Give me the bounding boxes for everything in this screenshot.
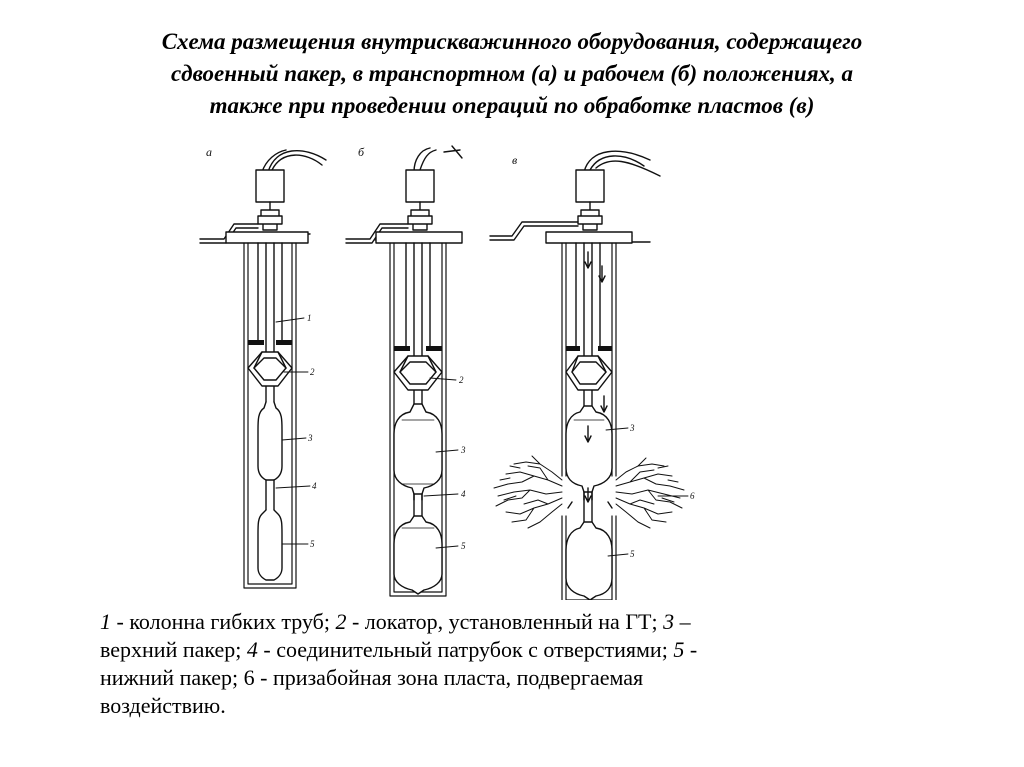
- legend-num-4: 4: [246, 637, 258, 662]
- connector-b: [413, 493, 423, 519]
- injector-head-c: [575, 169, 605, 203]
- upper-packer-a: [257, 401, 283, 481]
- callout-c-3: 3: [629, 423, 635, 433]
- panel-a-transport: а 1 2 3 4 5: [199, 145, 327, 589]
- coil-cable-c: [583, 150, 661, 177]
- callout-c-6: 6: [690, 491, 695, 501]
- callout-a-2: 2: [310, 367, 315, 377]
- injector-head-b: [405, 169, 435, 203]
- legend-line-2: верхний пакер; 4 - соединительный патруб…: [100, 636, 900, 664]
- coil-cable-b: [413, 145, 463, 173]
- panel-c-treatment: в 3 6 5: [489, 150, 695, 600]
- callout-a-5: 5: [310, 539, 315, 549]
- callout-b-4: 4: [461, 489, 466, 499]
- formation-fractures-right: [615, 457, 685, 529]
- callout-a-1: 1: [307, 313, 312, 323]
- title-line-1: Схема размещения внутрискважинного обору…: [161, 29, 863, 54]
- casing-a: [243, 242, 297, 589]
- legend-line-4: воздействию.: [100, 692, 900, 720]
- legend-text-5: - соединительный патрубок с отверстиями;: [257, 637, 674, 662]
- callout-b-3: 3: [460, 445, 466, 455]
- formation-fractures-left: [493, 455, 563, 529]
- legend-text-6: -: [684, 637, 698, 662]
- legend-text-1: - колонна гибких труб;: [111, 609, 336, 634]
- casing-c: [561, 242, 617, 600]
- connector-c: [583, 491, 593, 523]
- wellhead-valve-a: [257, 209, 283, 231]
- legend-num-2: 2: [335, 609, 347, 634]
- callout-b-5: 5: [461, 541, 466, 551]
- legend-text-7: нижний пакер; 6 - призабойная зона пласт…: [100, 665, 644, 690]
- legend-text-8: воздействию.: [100, 693, 226, 718]
- panel-label-c: в: [512, 153, 517, 167]
- locator-b: [393, 355, 443, 391]
- panel-label-b: б: [358, 145, 365, 159]
- wellhead-flange-b: [375, 231, 463, 244]
- upper-packer-c: [565, 405, 613, 493]
- legend-text-4: верхний пакер;: [100, 637, 247, 662]
- diagram-title: Схема размещения внутрискважинного обору…: [60, 26, 964, 122]
- callout-c-5: 5: [630, 549, 635, 559]
- wellhead-valve-b: [407, 209, 433, 231]
- title-line-2: сдвоенный пакер, в транспортном (а) и ра…: [170, 61, 854, 86]
- locator-c: [565, 355, 613, 391]
- flowline-c: [489, 221, 651, 243]
- legend-line-3: нижний пакер; 6 - призабойная зона пласт…: [100, 664, 900, 692]
- lower-packer-b: [393, 515, 443, 595]
- legend-num-5: 5: [673, 637, 685, 662]
- legend-num-1: 1: [100, 609, 111, 634]
- callout-a-4: 4: [312, 481, 317, 491]
- legend-text-3: –: [674, 609, 691, 634]
- injector-head-a: [255, 169, 285, 203]
- panel-b-working: б 2 3 4 5: [345, 145, 466, 597]
- wellhead-flange-c: [545, 231, 633, 244]
- legend: 1 - колонна гибких труб; 2 - локатор, ус…: [100, 608, 900, 720]
- locator-a: [247, 351, 293, 387]
- callout-b-2: 2: [459, 375, 464, 385]
- upper-packer-b: [393, 403, 443, 495]
- lower-packer-a: [257, 509, 283, 581]
- panel-label-a: а: [206, 145, 212, 159]
- legend-line-1: 1 - колонна гибких труб; 2 - локатор, ус…: [100, 608, 900, 636]
- legend-num-3: 3: [663, 609, 675, 634]
- connector-a: [265, 479, 275, 511]
- coil-cable-a: [261, 149, 327, 173]
- callout-a-3: 3: [307, 433, 313, 443]
- lower-packer-c: [565, 521, 613, 600]
- tubing-a: [257, 242, 283, 403]
- wellhead-valve-c: [577, 209, 603, 231]
- legend-text-2: - локатор, установленный на ГТ;: [346, 609, 664, 634]
- flow-arrows-c: [567, 251, 613, 509]
- well-equipment-schematic: а 1 2 3 4 5 б: [199, 145, 695, 600]
- title-line-3: также при проведении операций по обработ…: [209, 93, 815, 118]
- wellhead-flange-a: [225, 231, 309, 244]
